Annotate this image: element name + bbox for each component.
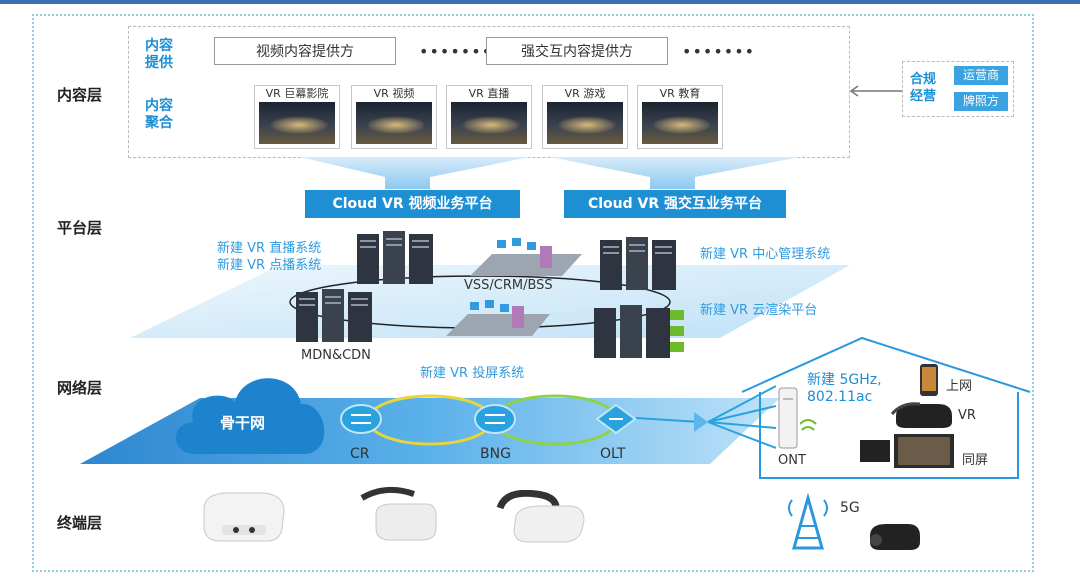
phone-icon: [920, 364, 938, 396]
operator-button: 运营商: [954, 66, 1008, 85]
compliance-box: [902, 61, 1014, 117]
mdn-cdn-label: MDN&CDN: [301, 348, 371, 363]
vr-headset-icon: [496, 490, 585, 543]
vr-label: VR: [958, 408, 976, 423]
funnel-arrows: [300, 157, 800, 189]
card-title: VR 巨幕影院: [265, 87, 329, 100]
layer-label-platform: 平台层: [57, 219, 103, 237]
content-card-live: VR 直播: [446, 85, 532, 149]
center-management-label: 新建 VR 中心管理系统: [700, 247, 831, 262]
top-rule: [0, 0, 1080, 4]
ellipsis-1: •••••••: [419, 42, 493, 61]
fiber-lines: [636, 385, 776, 449]
vr-headset-icon: [360, 486, 437, 541]
content-card-game: VR 游戏: [542, 85, 628, 149]
olt-label: OLT: [600, 446, 626, 462]
layer-label-content: 内容层: [57, 86, 103, 104]
ont-label: ONT: [778, 453, 806, 468]
server-rack-icon: [296, 289, 372, 342]
5g-tower-icon: [788, 492, 828, 550]
vr-headset-icon: [870, 524, 920, 550]
backbone-cloud-icon: [175, 378, 325, 454]
cast-label: 同屏: [962, 453, 989, 468]
card-title: VR 视频: [373, 87, 415, 100]
server-rack-icon: [600, 237, 676, 290]
vr-headset-icon: [890, 402, 952, 428]
interactive-provider-box: 强交互内容提供方: [486, 37, 668, 65]
router-icon: [474, 404, 516, 434]
vss-label: VSS/CRM/BSS: [464, 278, 553, 293]
video-thumbnail: [356, 102, 432, 144]
backbone-label: 骨干网: [220, 414, 266, 432]
live-thumbnail: [451, 102, 527, 144]
card-title: VR 直播: [468, 87, 510, 100]
wifi-signal-icon: [800, 419, 817, 431]
left-arrow-icon: [849, 85, 902, 97]
surf-label: 上网: [946, 379, 973, 394]
interactive-platform-bar: Cloud VR 强交互业务平台: [564, 190, 786, 218]
5g-label: 5G: [840, 500, 860, 516]
router-icon: [340, 404, 382, 434]
live-vod-system-label: 新建 VR 直播系统 新建 VR 点播系统: [217, 241, 322, 273]
network-cluster-icon: [446, 300, 550, 336]
card-title: VR 游戏: [564, 87, 606, 100]
olt-icon: [595, 403, 637, 435]
home-house-outline: [741, 336, 1031, 479]
cinema-thumbnail: [259, 102, 335, 144]
video-provider-box: 视频内容提供方: [214, 37, 396, 65]
content-provide-label: 内容 提供: [145, 38, 173, 71]
education-thumbnail: [642, 102, 718, 144]
ont-device-icon: [778, 387, 798, 449]
card-title: VR 教育: [659, 87, 701, 100]
wifi-spec-label: 新建 5GHz, 802.11ac: [807, 372, 882, 405]
layer-label-terminal: 终端层: [57, 514, 103, 532]
video-platform-bar: Cloud VR 视频业务平台: [305, 190, 520, 218]
tv-screen-icon: [860, 434, 954, 468]
gpu-server-rack-icon: [594, 305, 684, 358]
game-thumbnail: [547, 102, 623, 144]
screen-cast-system-label: 新建 VR 投屏系统: [420, 366, 525, 381]
diagram-frame: [32, 14, 1034, 572]
content-aggregate-label: 内容 聚合: [145, 98, 173, 131]
layer-label-network: 网络层: [57, 379, 103, 397]
ellipsis-2: •••••••: [682, 42, 756, 61]
content-card-cinema: VR 巨幕影院: [254, 85, 340, 149]
license-button: 牌照方: [954, 92, 1008, 111]
network-cluster-icon: [470, 238, 582, 276]
content-card-video: VR 视频: [351, 85, 437, 149]
content-card-education: VR 教育: [637, 85, 723, 149]
bng-label: BNG: [480, 446, 511, 462]
vr-headset-icon: [203, 492, 285, 542]
compliance-label: 合规 经营: [910, 72, 937, 104]
cr-label: CR: [350, 446, 370, 462]
cloud-render-label: 新建 VR 云渲染平台: [700, 303, 818, 318]
server-rack-icon: [357, 231, 433, 284]
